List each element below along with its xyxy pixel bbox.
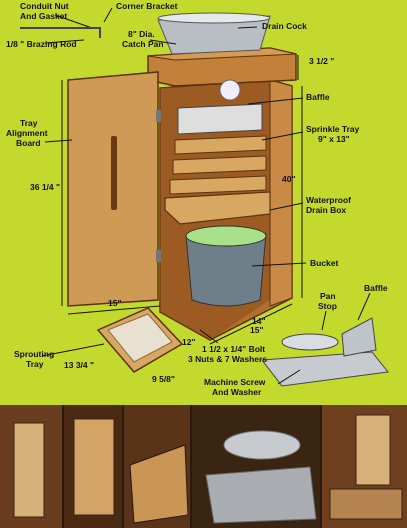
sprinkle-tray-label-2: 9" x 13" — [318, 134, 350, 144]
dim-depth-14: 14" — [252, 316, 266, 326]
waterproof-label-2: Drain Box — [306, 205, 346, 215]
dimension-lines — [61, 55, 303, 345]
conduit-nut-label-2: And Gasket — [20, 11, 67, 21]
conduit-nut-label-1: Conduit Nut — [20, 1, 69, 11]
dim-width-15: 15" — [108, 298, 122, 308]
pan-stop-label-1: Pan — [320, 291, 336, 301]
catch-pan-label-2: Catch Pan — [122, 39, 164, 49]
bucket — [185, 225, 267, 307]
tray-alignment-label-3: Board — [16, 138, 41, 148]
leader-lines — [41, 7, 371, 385]
brazing-rod — [20, 27, 101, 38]
sprouter-diagram: Conduit Nut And Gasket Corner Bracket Dr… — [6, 1, 389, 397]
photo-strip-art — [0, 405, 407, 528]
bolt-label-2: 3 Nuts & 7 Washers — [188, 354, 267, 364]
machine-screw-label-1: Machine Screw — [204, 377, 266, 387]
catch-pan-label-1: 8" Dia. — [128, 29, 155, 39]
machine-screw-label-2: And Washer — [212, 387, 262, 397]
dim-depth-15: 15" — [250, 325, 264, 335]
dim-top-height: 3 1/2 " — [309, 56, 334, 66]
catch-pan — [157, 12, 271, 55]
dim-tray-9-5-8: 9 5/8" — [152, 374, 175, 384]
top-box — [147, 47, 297, 87]
drain-cock-label: Drain Cock — [262, 21, 307, 31]
corner-bracket-label: Corner Bracket — [116, 1, 178, 11]
pan-stop-label-2: Stop — [318, 301, 337, 311]
dim-base-12: 12" — [182, 337, 196, 347]
dim-cabinet-height: 40" — [282, 174, 296, 184]
bolt-label-1: 1 1/2 x 1/4" Bolt — [202, 344, 265, 354]
photo-strip — [0, 405, 407, 528]
tray-alignment-label-2: Alignment — [6, 128, 48, 138]
brazing-rod-label: 1/8 " Brazing Rod — [6, 39, 77, 49]
sprouting-tray-label-1: Sprouting — [14, 349, 54, 359]
waterproof-label-1: Waterproof — [306, 195, 351, 205]
bucket-label: Bucket — [310, 258, 339, 268]
baffle-top-label: Baffle — [306, 92, 330, 102]
pan-assembly — [261, 317, 389, 387]
sprouting-tray-label-2: Tray — [26, 359, 44, 369]
sprinkle-tray-label-1: Sprinkle Tray — [306, 124, 360, 134]
trays — [164, 79, 271, 225]
baffle-right-label: Baffle — [364, 283, 388, 293]
dim-door-height: 36 1/4 " — [30, 182, 60, 192]
tray-alignment-label-1: Tray — [20, 118, 38, 128]
dim-tray-13-3-4: 13 3/4 " — [64, 360, 94, 370]
cabinet-door — [67, 71, 161, 307]
sprouting-tray — [96, 307, 184, 373]
